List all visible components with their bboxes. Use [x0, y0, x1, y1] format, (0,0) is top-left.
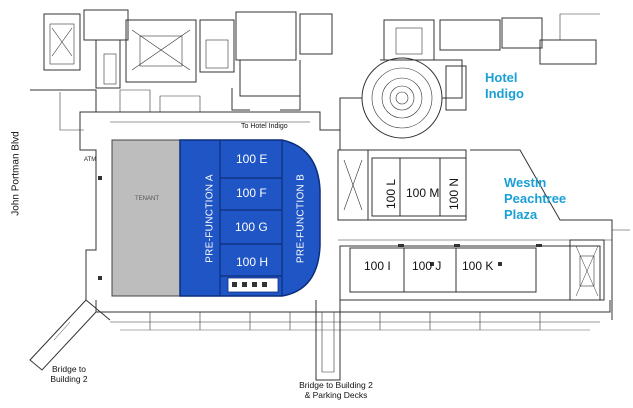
bridge-bottom-line-1: Bridge to Building 2 [299, 380, 373, 390]
room-100f-label[interactable]: 100 F [236, 186, 267, 200]
room-100k-label[interactable]: 100 K [462, 259, 494, 273]
westin-line-3: Plaza [504, 207, 538, 222]
westin-line-1: Westin [504, 175, 547, 190]
street-label: John Portman Blvd [10, 131, 22, 216]
hotel-indigo-label: Hotel Indigo [485, 70, 524, 102]
stair-block-n [125, 19, 197, 83]
westin-line-2: Peachtree [504, 191, 567, 206]
to-hotel-indigo-label[interactable]: To Hotel Indigo [241, 123, 288, 130]
hotel-indigo-line-2: Indigo [485, 86, 524, 101]
room-100e-label[interactable]: 100 E [236, 152, 268, 166]
pre-function-a-label[interactable]: PRE-FUNCTION A [204, 174, 216, 263]
hotel-indigo-line-1: Hotel [485, 70, 518, 85]
tenant-label: TENANT [135, 196, 159, 202]
room-100m-label[interactable]: 100 M [406, 186, 440, 200]
ballroom-100-efgh [179, 139, 321, 297]
room-100i-label[interactable]: 100 I [364, 259, 391, 273]
room-100k [455, 247, 537, 293]
room-100n-label[interactable]: 100 N [447, 177, 461, 211]
pre-function-b-label[interactable]: PRE-FUNCTION B [295, 173, 307, 264]
room-100l-label[interactable]: 100 L [384, 178, 398, 210]
bridge-bottom-label: Bridge to Building 2 & Parking Decks [286, 380, 386, 400]
bridge-left-line-1: Bridge to [51, 364, 87, 374]
stair-block-nw [43, 13, 81, 71]
room-100h-label[interactable]: 100 H [236, 255, 269, 269]
room-100n [439, 157, 467, 217]
bridge-bottom-line-2: & Parking Decks [304, 390, 368, 400]
bridge-left [29, 299, 97, 371]
room-100g-label[interactable]: 100 G [235, 220, 268, 234]
bridge-left-line-2: Building 2 [50, 374, 88, 384]
bridge-left-label: Bridge to Building 2 [44, 364, 94, 384]
room-100j-label[interactable]: 100 J [412, 259, 442, 273]
westin-label: Westin Peachtree Plaza [504, 175, 566, 223]
atm-label: ATM [84, 157, 97, 163]
tenant-space [111, 139, 181, 297]
